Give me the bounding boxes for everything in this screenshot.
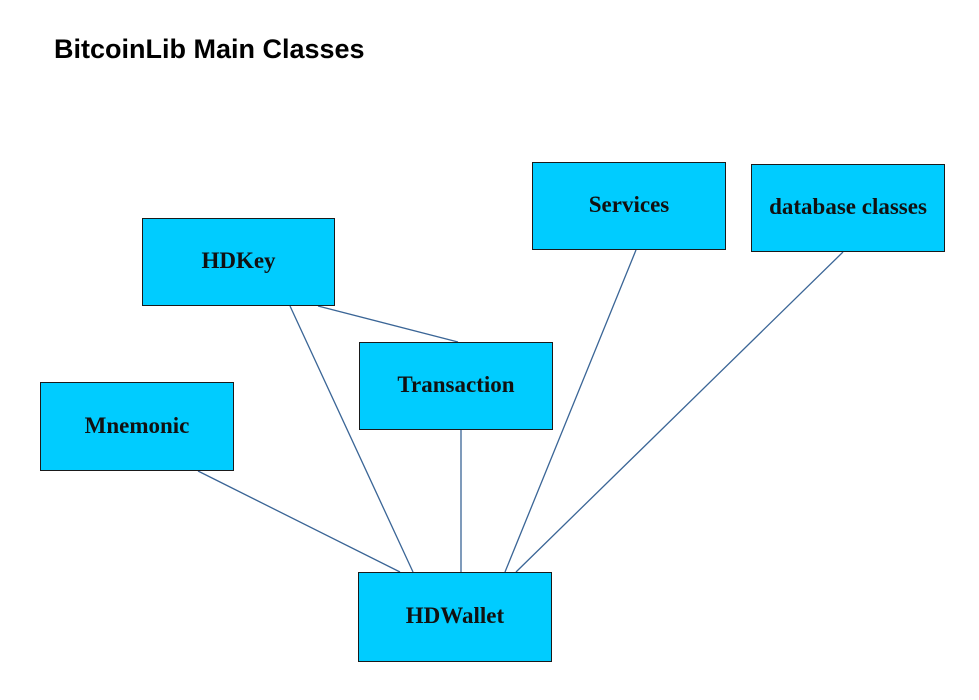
edge-hdkey-transaction <box>317 305 459 343</box>
node-hdwallet: HDWallet <box>358 572 552 662</box>
node-transaction-label: Transaction <box>397 372 515 397</box>
node-services: Services <box>532 162 726 250</box>
node-mnemonic-label: Mnemonic <box>84 412 190 438</box>
node-transaction: Transaction <box>359 342 553 430</box>
node-hdwallet-label: HDWallet <box>405 603 505 628</box>
edge-services-hdwallet <box>504 249 637 573</box>
node-mnemonic: Mnemonic <box>40 382 234 471</box>
node-database-classes: database classes <box>751 164 945 252</box>
node-hdkey-label: HDKey <box>201 248 276 273</box>
edge-hdkey-hdwallet <box>289 305 414 573</box>
node-services-label: Services <box>588 192 670 217</box>
diagram-title: BitcoinLib Main Classes <box>54 34 365 64</box>
node-hdkey: HDKey <box>142 218 335 306</box>
edge-database-hdwallet <box>515 251 844 573</box>
edge-mnemonic-hdwallet <box>197 470 401 573</box>
node-database-classes-label: database classes <box>769 194 927 219</box>
